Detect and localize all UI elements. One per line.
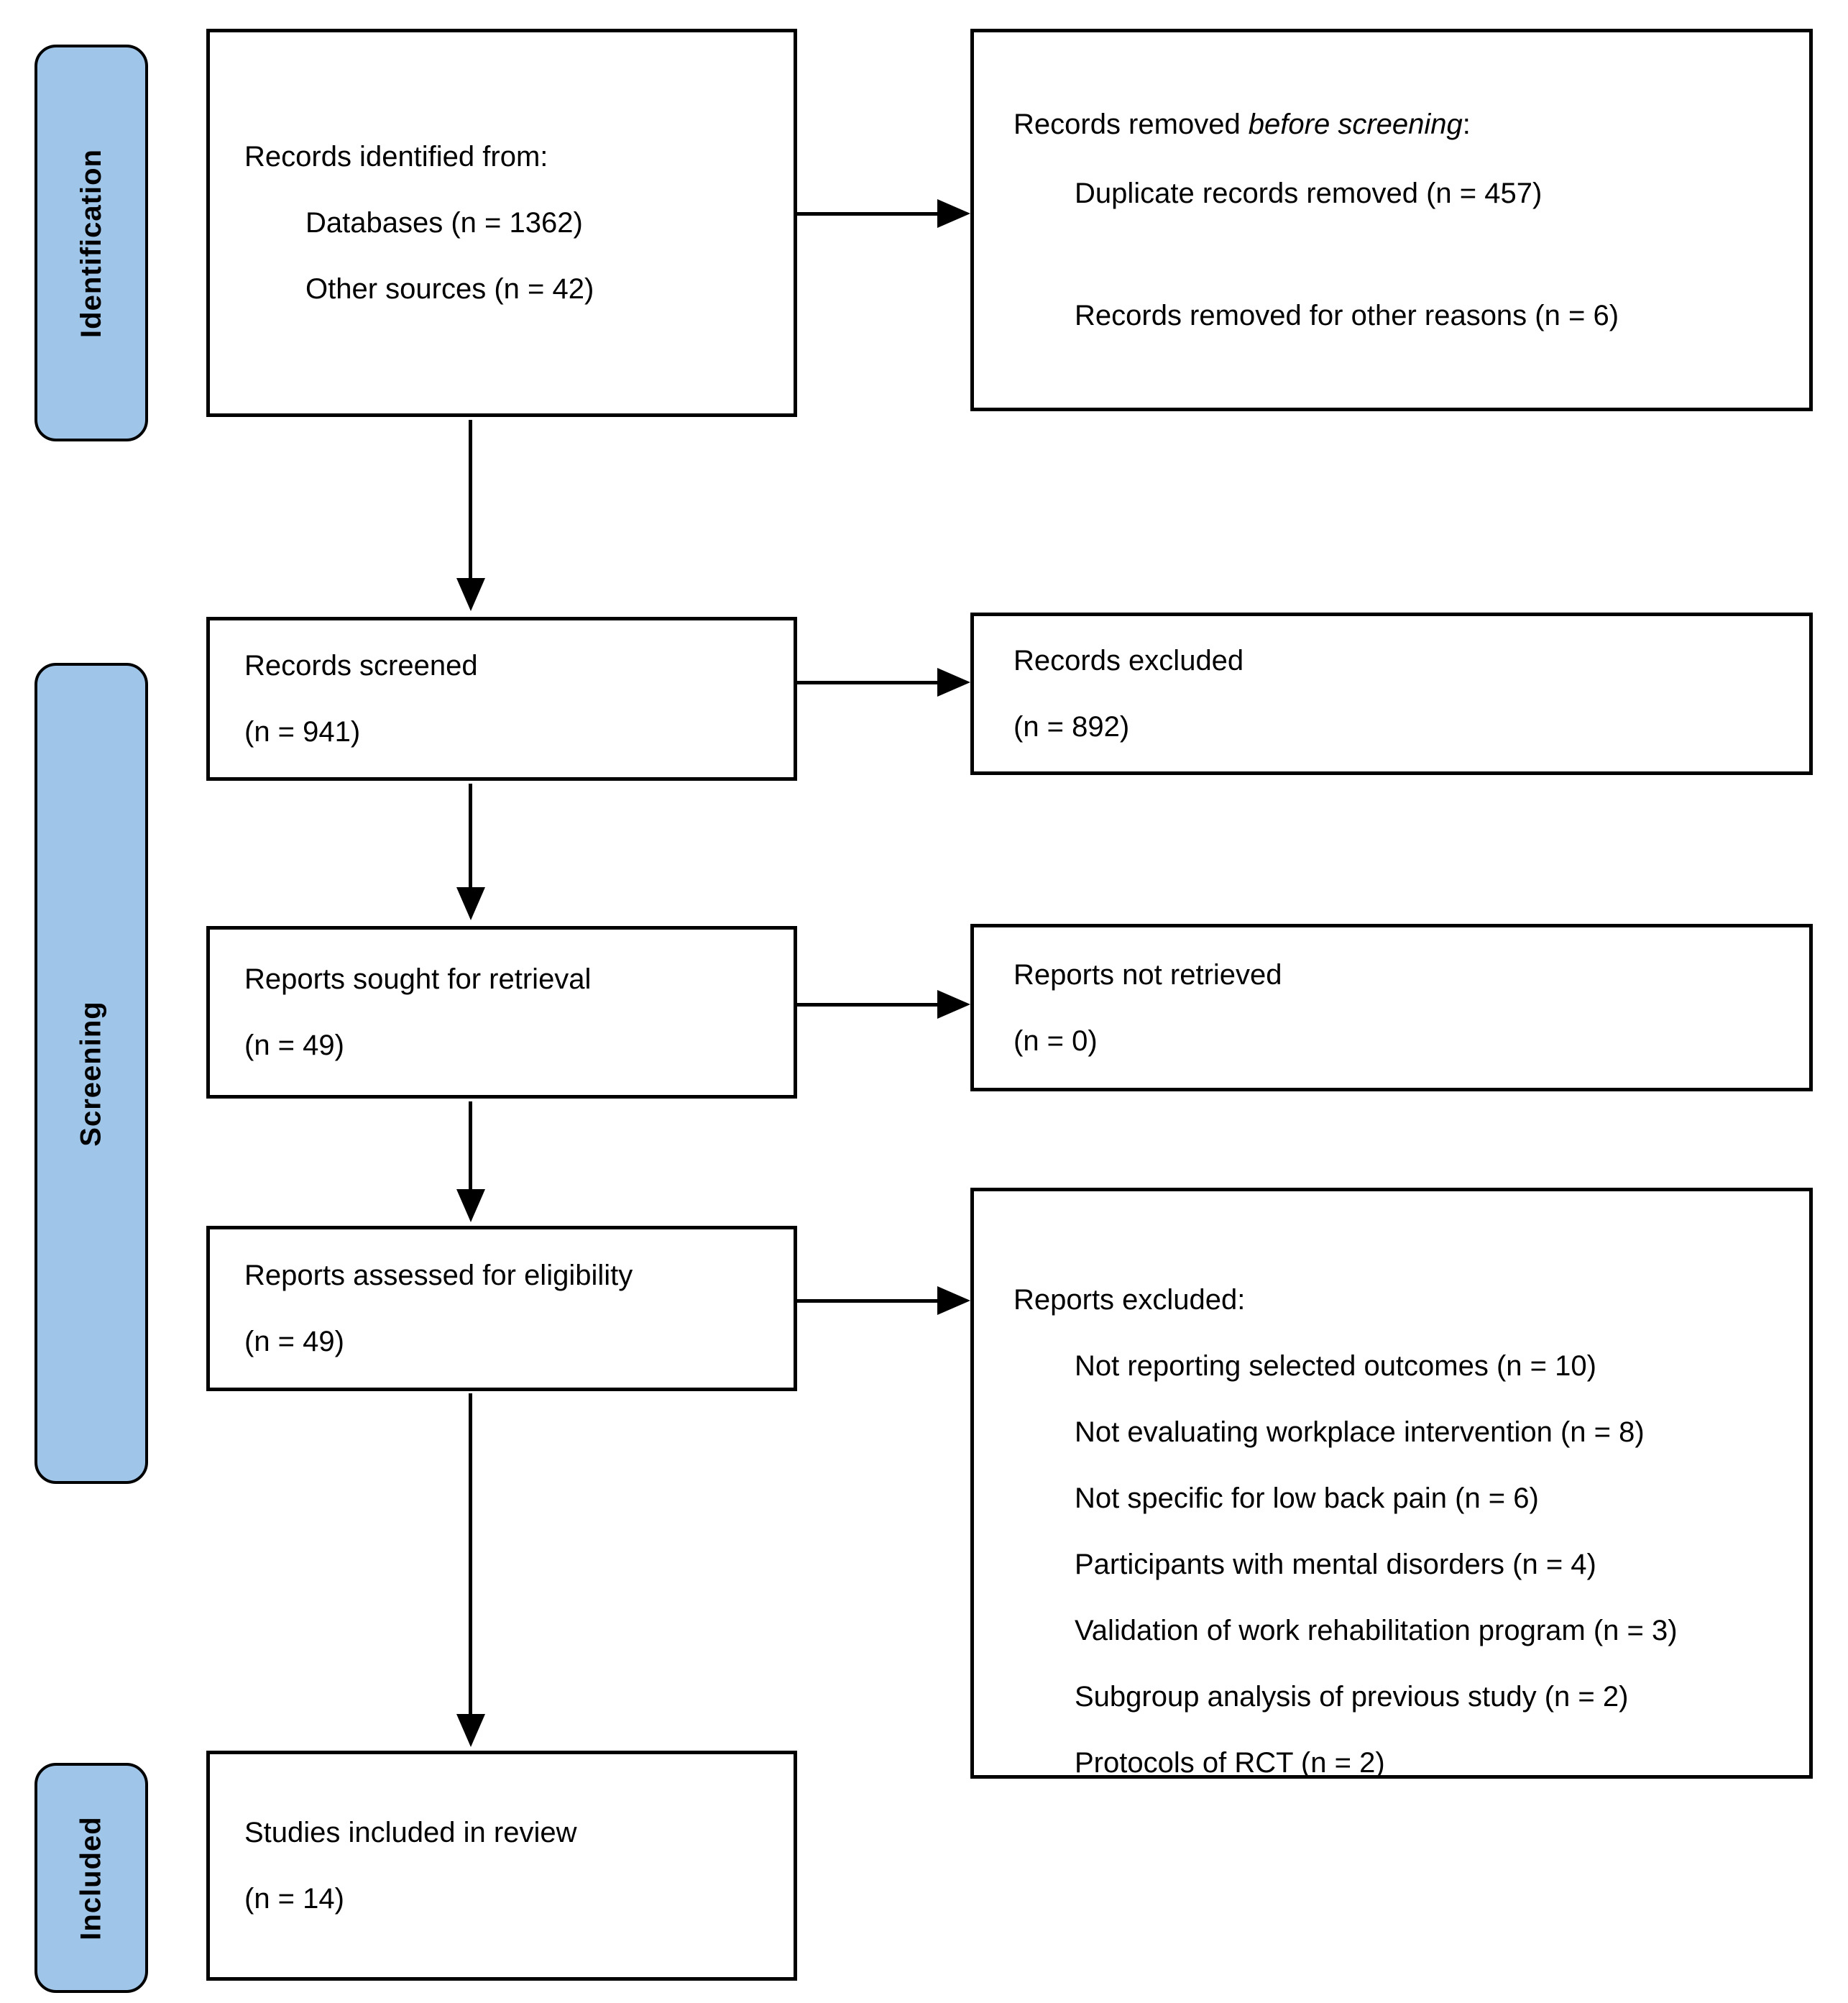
exclusion-reason-item: Validation of work rehabilitation progra…	[1075, 1615, 1678, 1646]
box-count: (n = 941)	[244, 716, 361, 748]
box-item: Other sources (n = 42)	[305, 273, 594, 305]
exclusion-reason-item: Protocols of RCT (n = 2)	[1075, 1747, 1385, 1779]
stage-label-identification: Identification	[75, 148, 107, 338]
box-title: Reports not retrieved	[1013, 958, 1282, 991]
box-title-italic: before screening	[1248, 109, 1463, 140]
box-title: Records identified from:	[244, 141, 548, 173]
box-title: Studies included in review	[244, 1817, 577, 1848]
arrow-screened-to-excluded-line	[797, 681, 939, 684]
box-count: (n = 49)	[244, 1030, 344, 1061]
arrow-identified-to-screened-head	[456, 578, 485, 611]
box-studies-included: Studies included in review (n = 14)	[206, 1751, 797, 1981]
arrow-sought-to-assessed-head	[456, 1189, 485, 1222]
box-reports-not-retrieved: Reports not retrieved (n = 0)	[970, 924, 1813, 1091]
exclusion-reason-item: Subgroup analysis of previous study (n =…	[1075, 1681, 1629, 1713]
arrow-sought-to-notretrieved-line	[797, 1003, 939, 1007]
arrow-assessed-to-reportsexcluded-line	[797, 1299, 939, 1303]
stage-sidebar-included: Included	[35, 1763, 148, 1993]
box-title: Records removed before screening:	[1013, 109, 1471, 140]
box-title: Records screened	[244, 650, 478, 682]
arrow-assessed-to-included-line	[469, 1393, 472, 1715]
arrow-identified-to-screened-line	[469, 420, 472, 579]
box-count: (n = 892)	[1013, 711, 1130, 743]
box-count: (n = 14)	[244, 1883, 344, 1915]
stage-sidebar-identification: Identification	[35, 45, 148, 441]
arrow-screened-to-sought-line	[469, 784, 472, 889]
exclusion-reason-item: Not evaluating workplace intervention (n…	[1075, 1416, 1645, 1448]
arrow-sought-to-assessed-line	[469, 1101, 472, 1191]
stage-sidebar-screening: Screening	[35, 663, 148, 1484]
box-item: Databases (n = 1362)	[305, 207, 583, 239]
arrow-identified-to-removed-head	[937, 199, 970, 228]
box-title: Reports assessed for eligibility	[244, 1260, 633, 1291]
box-title: Records excluded	[1013, 645, 1244, 677]
exclusion-reason-item: Participants with mental disorders (n = …	[1075, 1549, 1596, 1580]
exclusion-reason-item: Not specific for low back pain (n = 6)	[1075, 1482, 1539, 1514]
box-title: Reports excluded:	[1013, 1284, 1246, 1316]
box-reports-assessed: Reports assessed for eligibility (n = 49…	[206, 1226, 797, 1391]
arrow-assessed-to-reportsexcluded-head	[937, 1286, 970, 1315]
box-count: (n = 0)	[1013, 1025, 1098, 1057]
box-records-removed: Records removed before screening: Duplic…	[970, 29, 1813, 411]
arrow-screened-to-excluded-head	[937, 668, 970, 697]
box-records-screened: Records screened (n = 941)	[206, 617, 797, 781]
arrow-identified-to-removed-line	[797, 212, 939, 216]
box-item: Duplicate records removed (n = 457)	[1075, 178, 1543, 209]
box-item: Records removed for other reasons (n = 6…	[1075, 300, 1619, 331]
stage-label-included: Included	[75, 1815, 107, 1940]
box-records-identified: Records identified from: Databases (n = …	[206, 29, 797, 417]
exclusion-reason-item: Not reporting selected outcomes (n = 10)	[1075, 1350, 1596, 1382]
box-records-excluded: Records excluded (n = 892)	[970, 613, 1813, 775]
arrow-assessed-to-included-head	[456, 1714, 485, 1747]
box-reports-sought: Reports sought for retrieval (n = 49)	[206, 926, 797, 1099]
arrow-sought-to-notretrieved-head	[937, 990, 970, 1019]
box-reports-excluded: Reports excluded: Not reporting selected…	[970, 1188, 1813, 1779]
arrow-screened-to-sought-head	[456, 887, 485, 920]
stage-label-screening: Screening	[75, 1000, 107, 1147]
box-title: Reports sought for retrieval	[244, 963, 592, 995]
box-count: (n = 49)	[244, 1326, 344, 1357]
